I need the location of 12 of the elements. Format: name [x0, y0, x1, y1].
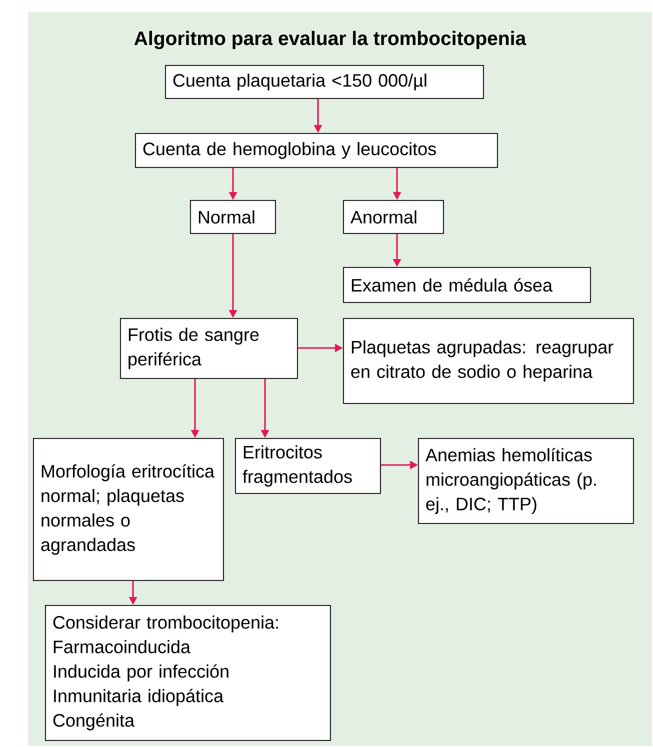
- process-box: Cuenta plaquetaria <150 000/µl: [165, 65, 484, 99]
- process-box: Cuenta de hemoglobina y leucocitos: [135, 133, 498, 168]
- process-box: Eritrocitos fragmentados: [235, 438, 381, 494]
- process-box: Plaquetas agrupadas: reagrupar en citrato de sodio o heparina: [343, 318, 634, 404]
- process-box: Normal: [190, 200, 276, 234]
- process-box: Anemias hemolíticas microangiopáticas (p. ej., DIC; TTP): [418, 438, 634, 524]
- process-box: Considerar trombocitopenia: Farmacoinducida Inducida por infección Inmunitaria idiopática Congénita: [45, 605, 331, 741]
- process-box: Morfología eritrocítica normal; plaquetas normales o agrandadas: [33, 438, 224, 581]
- title: Algoritmo para evaluar la trombocitopenia: [134, 30, 526, 50]
- process-box: Frotis de sangre periférica: [120, 318, 298, 379]
- process-box: Examen de médula ósea: [343, 267, 591, 303]
- process-box: Anormal: [343, 200, 444, 234]
